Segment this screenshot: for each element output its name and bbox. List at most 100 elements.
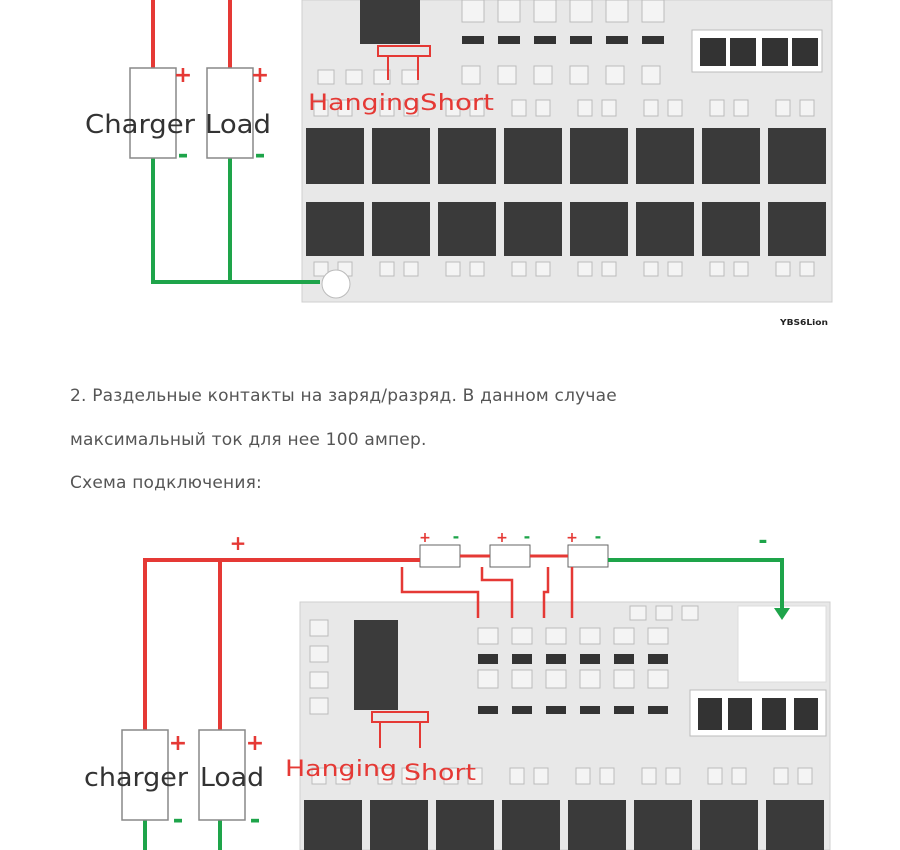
board-component [665, 767, 681, 785]
board-component [370, 800, 428, 850]
board-component [570, 202, 628, 256]
board-component [799, 261, 815, 277]
load-box-top: Load + - [205, 63, 271, 170]
board-component [569, 65, 589, 85]
board-component [773, 767, 789, 785]
board-component [577, 99, 593, 117]
board-component [462, 36, 484, 44]
board-component [766, 800, 824, 850]
board-component [709, 261, 725, 277]
board-component [372, 202, 430, 256]
load-plus: + [251, 63, 269, 88]
hanging-label: Hanging [308, 91, 420, 116]
board-component [709, 99, 725, 117]
board-component [534, 36, 556, 44]
short-label: Short [404, 761, 476, 786]
board-component [403, 99, 419, 117]
board-component [477, 627, 499, 645]
short-label: Short [420, 91, 494, 116]
negative-terminal [321, 269, 351, 299]
board-component [733, 261, 749, 277]
board-component [403, 261, 419, 277]
load-plus: + [246, 731, 264, 756]
charger-minus: - [178, 140, 189, 170]
board-component [799, 99, 815, 117]
board-component [477, 669, 499, 689]
board-component [504, 202, 562, 256]
board-component [497, 65, 517, 85]
board-component [512, 654, 532, 664]
board-component [461, 0, 485, 23]
load-minus: - [255, 140, 266, 170]
board-component [445, 99, 461, 117]
charger-box-top: Charger + - [85, 63, 195, 170]
board-component [775, 261, 791, 277]
bms-board-top [301, 0, 833, 303]
top-minus-3: - [595, 527, 602, 546]
board-component [535, 261, 551, 277]
board-component [605, 65, 625, 85]
top-wires [151, 0, 419, 284]
board-component [478, 706, 498, 714]
board-component [313, 99, 329, 117]
board-component [533, 767, 549, 785]
main-plus: + [230, 531, 247, 555]
board-component [613, 669, 635, 689]
board-component [313, 261, 329, 277]
board-component [702, 202, 760, 256]
top-plus-1: + [419, 530, 431, 546]
connector-blocks [689, 689, 827, 737]
board-component [509, 767, 525, 785]
board-component [641, 0, 665, 23]
board-component [379, 261, 395, 277]
charger-minus: - [173, 805, 184, 835]
board-component [511, 669, 533, 689]
top-plus-3: + [566, 530, 578, 546]
board-component [768, 128, 826, 184]
load-label: Load [200, 763, 264, 793]
board-component [309, 645, 329, 663]
ic-chip [360, 0, 420, 44]
board-component [401, 69, 419, 85]
small-components [309, 605, 699, 715]
board-component [667, 99, 683, 117]
board-component [309, 671, 329, 689]
board-component [629, 605, 647, 621]
board-component [580, 706, 600, 714]
board-component [335, 767, 351, 785]
board-component [373, 69, 391, 85]
board-component [648, 706, 668, 714]
board-component [647, 627, 669, 645]
board-component [377, 767, 393, 785]
board-component [337, 99, 353, 117]
small-components [317, 0, 665, 85]
balance-leads: + - + - + - [419, 527, 609, 568]
board-component [345, 69, 363, 85]
board-component [700, 800, 758, 850]
board-component [467, 767, 483, 785]
board-component [502, 800, 560, 850]
board-component [606, 36, 628, 44]
board-component [605, 0, 629, 23]
hanging-label: Hanging [285, 757, 397, 782]
board-component [469, 261, 485, 277]
board-component [599, 767, 615, 785]
load-minus: - [250, 805, 261, 835]
board-component [306, 128, 364, 184]
board-component [311, 767, 327, 785]
board-component [511, 627, 533, 645]
board-component [613, 627, 635, 645]
description-line-1: 2. Раздельные контакты на заряд/разряд. … [70, 386, 617, 406]
mosfet-array [306, 99, 826, 277]
board-component [601, 99, 617, 117]
board-component [533, 0, 557, 23]
board-component [579, 627, 601, 645]
board-component [775, 99, 791, 117]
board-component [497, 0, 521, 23]
board-component [636, 128, 694, 184]
description-line-3: Схема подключения: [70, 473, 262, 493]
mosfet-array [304, 767, 824, 850]
bms-board-bottom [299, 601, 831, 850]
main-minus: - [758, 529, 767, 554]
board-component [478, 654, 498, 664]
